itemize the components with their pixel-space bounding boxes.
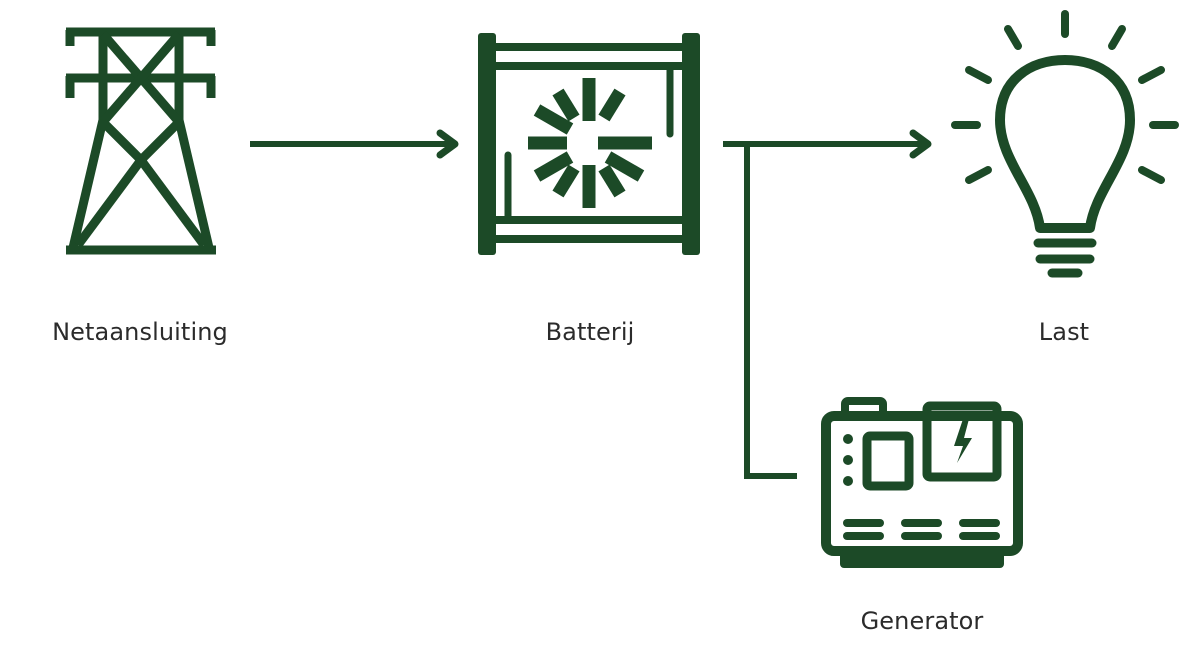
arrow-battery-to-load	[723, 129, 932, 159]
generator-icon	[821, 397, 1023, 568]
connector-generator-to-line	[744, 144, 797, 479]
light-bulb-icon	[951, 10, 1179, 278]
label-battery: Batterij	[545, 318, 635, 346]
label-grid: Netaansluiting	[52, 318, 228, 346]
arrow-grid-to-battery	[250, 129, 459, 159]
power-pylon-icon	[65, 27, 216, 255]
label-load: Last	[1038, 318, 1090, 346]
label-generator: Generator	[860, 607, 984, 635]
battery-icon	[478, 33, 700, 255]
